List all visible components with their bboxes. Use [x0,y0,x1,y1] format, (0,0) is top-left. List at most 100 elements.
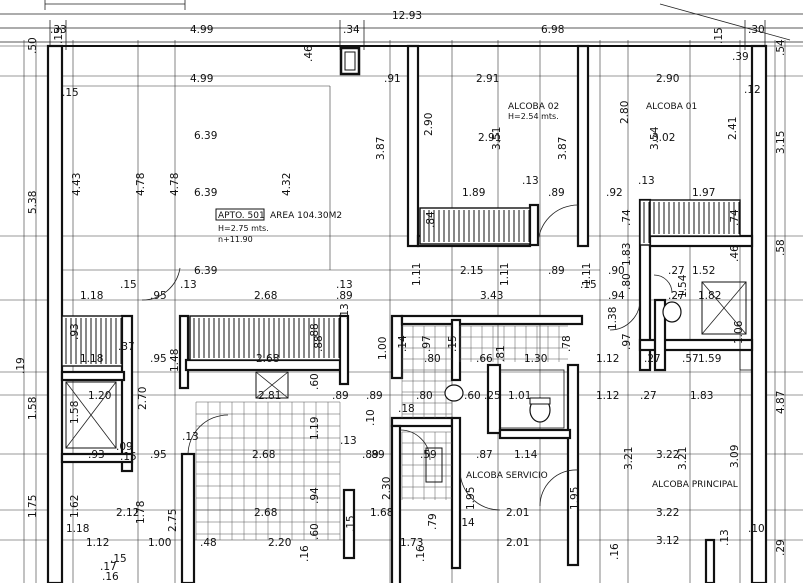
dimension-label: .93 [88,449,105,461]
alcoba-02-height: H=2.54 mts. [508,112,559,121]
dimension-label: .89 [548,187,565,199]
dimension-label: .60 [309,373,321,390]
dimension-label: .15 [580,279,597,291]
dimension-label: .13 [336,279,353,291]
doors [141,204,673,511]
dimension-label: 1.20 [88,390,111,402]
dim-top-total: 12.93 [392,10,422,22]
dimension-label: 3.22 [656,507,679,519]
dimension-label: .25 [484,390,501,402]
dimension-label: .37 [118,341,135,353]
dimension-label: 2.30 [381,477,393,500]
dimension-label: 3.54 [649,126,661,150]
dimension-label: .89 [332,390,349,402]
guide-lines [0,40,803,583]
dimension-label: 1.11 [581,263,593,286]
alcoba-servicio-label: ALCOBA SERVICIO [466,471,548,481]
dimension-label: 1.68 [370,507,393,519]
dimension-label: .15 [62,87,79,99]
dim-top-right: 6.98 [541,24,564,36]
dimension-label: 1.11 [411,263,423,286]
dimension-label: 6.39 [194,265,217,277]
dimension-label: 3.15 [775,131,787,154]
dimension-label: 1.95 [465,487,477,510]
dimension-label: 1.54 [677,274,689,298]
dimension-label: 1.12 [86,537,109,549]
dimension-label: .39 [732,51,749,63]
dimension-label: .92 [606,187,623,199]
dimension-label: .13 [719,529,731,546]
dimension-label: 1.95 [569,487,581,510]
dimension-label: .46 [303,45,315,62]
dimension-label: .13 [522,175,539,187]
dimension-label: .78 [561,335,573,352]
dimension-label: 1.30 [524,353,547,365]
dimension-label: .13 [339,303,351,320]
dimension-label: .54 [775,39,787,56]
dimension-label: 1.18 [80,353,103,365]
dimension-label: .94 [309,487,321,504]
dimension-label: 2.68 [256,353,279,365]
alcoba-01-label: ALCOBA 01 [646,102,697,112]
dimension-label: .89 [368,449,385,461]
dimension-label: 2.91 [478,132,501,144]
dimension-label: 3.87 [557,137,569,160]
dim-top-left: 4.99 [190,24,213,36]
dimension-label: 1.18 [80,290,103,302]
dimension-label: .12 [744,84,761,96]
dimension-label: .14 [397,335,409,352]
dimension-label: 1.89 [462,187,485,199]
dimension-label: .59 [420,449,437,461]
apartment-height: H=2.75 mts. [218,224,269,233]
tile-grid [195,325,568,540]
dimension-label: 4.78 [135,173,147,196]
apartment-tag: APTO. 501 [218,211,265,221]
dimension-label: .95 [150,353,167,365]
dimension-label: 1.00 [148,537,171,549]
dimension-label: 3.22 [656,449,679,461]
dimension-label: .16 [415,545,427,562]
dimension-label: 1.48 [169,349,181,372]
dimension-label: .15 [120,279,137,291]
dimension-label: 2.01 [506,507,529,519]
dimension-label: 2.91 [476,73,499,85]
dimension-label: 3.51 [491,127,503,150]
dimension-label: .79 [427,513,439,530]
dimension-label: .16 [102,571,119,583]
balcony-hatch [189,315,341,361]
dimension-label: .88 [309,323,321,340]
dimension-label: .74 [729,209,741,226]
dimension-label: .10 [365,409,377,426]
dimension-label: 4.99 [190,73,213,85]
dimension-label: 2.68 [254,507,277,519]
alcoba-02-label: ALCOBA 02 [508,102,559,112]
dimension-label: .97 [621,333,633,350]
balcony-hatch [639,199,651,246]
dimension-label: .60 [464,390,481,402]
dimension-label: .84 [425,211,437,228]
dimension-label: .90 [608,265,625,277]
dimension-label: .13 [340,435,357,447]
dimension-label: 3.02 [652,132,675,144]
dimension-label: 1.06 [733,320,745,344]
dimension-label: .46 [729,245,741,262]
dimension-label: .15 [447,335,459,352]
dimension-label: 3.87 [375,137,387,160]
dimension-label: .57 [682,353,699,365]
dimension-label: .10 [748,523,765,535]
dimension-label: 2.01 [506,537,529,549]
dimension-label: .89 [336,290,353,302]
dimension-label: 2.90 [656,73,679,85]
dimension-label: .93 [69,323,81,340]
dimension-label: 1.19 [309,417,321,440]
dimension-label: .95 [150,290,167,302]
dimension-label: .80 [621,273,633,290]
dimension-label: .15 [53,27,65,44]
dimension-label: 3.21 [677,447,689,470]
dimension-label: 2.70 [137,387,149,410]
dimension-label: 3.09 [729,445,741,468]
dimension-label: 3.12 [656,535,679,547]
dimension-label: 2.80 [619,101,631,124]
dimension-label: .15 [713,27,725,44]
dimension-label: 1.14 [514,449,538,461]
